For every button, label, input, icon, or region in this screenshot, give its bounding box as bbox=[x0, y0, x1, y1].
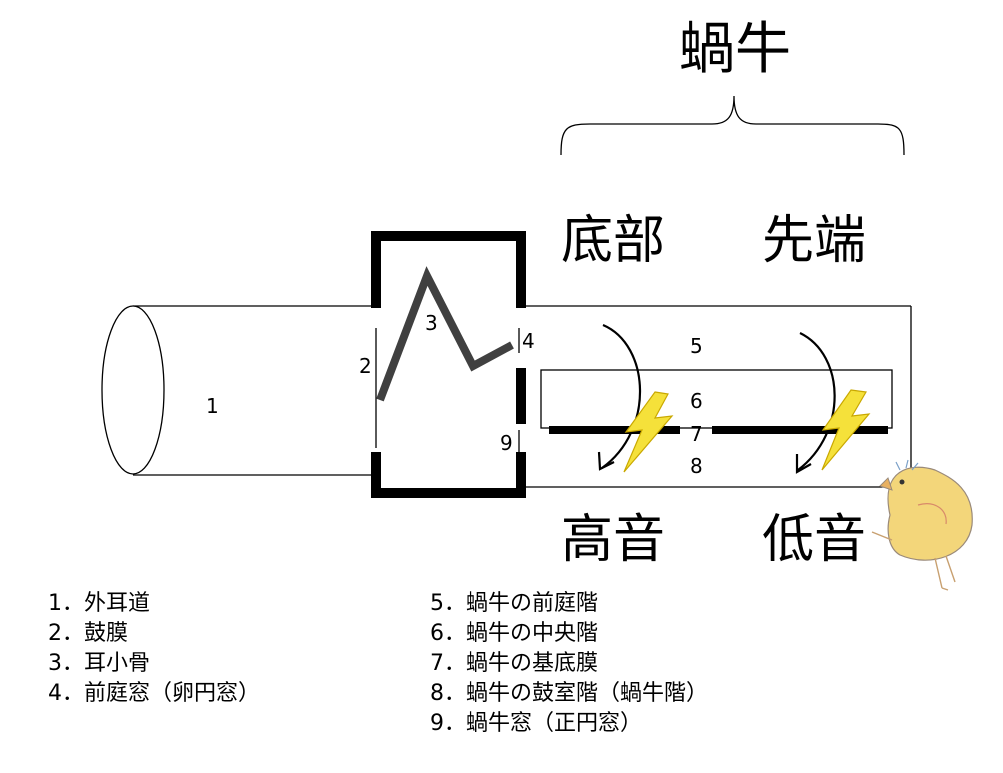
arrow-apex-head bbox=[795, 454, 812, 474]
marker-7: 7 bbox=[690, 422, 703, 446]
label-apex: 先端 bbox=[762, 211, 866, 271]
legend-item-3: 3．耳小骨 bbox=[48, 651, 150, 676]
legend-item-2: 2．鼓膜 bbox=[48, 621, 128, 646]
legend-item-5: 5．蝸牛の前庭階 bbox=[430, 591, 598, 616]
cochlea-title: 蝸牛 bbox=[679, 17, 791, 82]
lightning-icon-base bbox=[623, 391, 674, 473]
middle-ear-box bbox=[371, 231, 526, 498]
marker-5: 5 bbox=[690, 334, 703, 358]
marker-8: 8 bbox=[690, 454, 703, 478]
legend-item-8: 8．蝸牛の鼓室階（蝸牛階） bbox=[430, 681, 708, 706]
legend-item-6: 6．蝸牛の中央階 bbox=[430, 621, 598, 646]
lightning-icons bbox=[623, 389, 871, 473]
legend-left: 1．外耳道 2．鼓膜 3．耳小骨 4．前庭窓（卵円窓） bbox=[48, 589, 260, 709]
label-high-pitch: 高音 bbox=[561, 510, 665, 570]
ear-canal bbox=[101, 305, 374, 476]
ossicles bbox=[376, 266, 514, 402]
cochlea-brace bbox=[560, 95, 905, 156]
lightning-icon-apex bbox=[821, 389, 871, 471]
legend-item-1: 1．外耳道 bbox=[48, 591, 150, 616]
arrow-base-head bbox=[597, 451, 615, 471]
label-low-pitch: 低音 bbox=[762, 510, 866, 570]
arrow-apex-curve bbox=[797, 332, 836, 471]
marker-6: 6 bbox=[690, 389, 703, 413]
legend-item-9: 9．蝸牛窓（正円窓） bbox=[430, 711, 642, 736]
marker-3: 3 bbox=[425, 311, 438, 335]
ear-canal-opening bbox=[101, 305, 165, 475]
marker-9: 9 bbox=[500, 431, 513, 455]
legend-item-4: 4．前庭窓（卵円窓） bbox=[48, 681, 260, 706]
arrow-base-curve bbox=[601, 323, 642, 469]
legend-item-7: 7．蝸牛の基底膜 bbox=[430, 651, 598, 676]
chick-icon bbox=[871, 459, 973, 591]
wave-arrows bbox=[597, 323, 836, 474]
legend-right: 5．蝸牛の前庭階 6．蝸牛の中央階 7．蝸牛の基底膜 8．蝸牛の鼓室階（蝸牛階）… bbox=[430, 589, 708, 739]
marker-2: 2 bbox=[359, 354, 372, 378]
marker-4: 4 bbox=[522, 329, 535, 353]
marker-1: 1 bbox=[206, 394, 219, 418]
label-base: 底部 bbox=[561, 211, 665, 271]
